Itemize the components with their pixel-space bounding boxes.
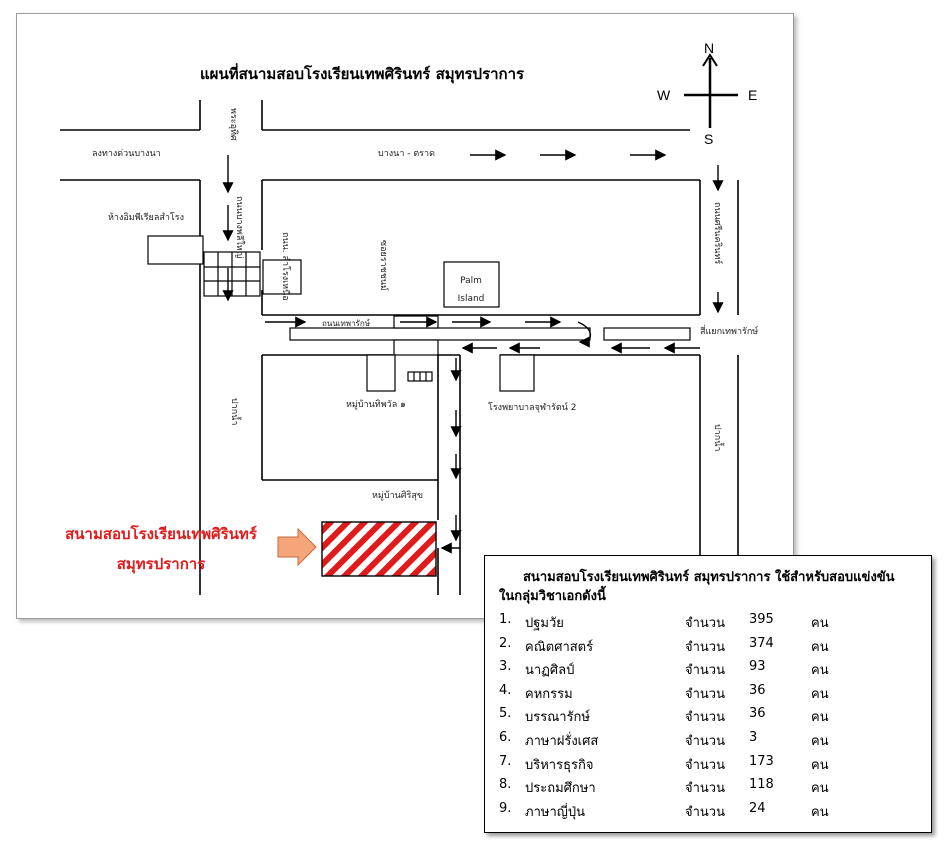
venue-block <box>321 521 437 577</box>
count-label: จำนวน <box>685 686 725 702</box>
road-label-bangphli: ถนนบางพลีใหญ่ <box>234 196 244 259</box>
subject-name: ประถมศึกษา <box>525 781 596 797</box>
subject-count: 173 <box>749 753 774 769</box>
compass-north-arrow-icon <box>702 53 718 67</box>
count-label: จำนวน <box>685 734 725 749</box>
road-label-to-bangna: ลงทางด่วนบางนา <box>92 149 161 159</box>
venue-label-line2: สมุทรปราการ <box>116 555 206 573</box>
count-label: จำนวน <box>685 757 725 773</box>
subject-number: 2. <box>499 635 512 651</box>
exam-subjects-panel: สนามสอบโรงเรียนเทพศิรินทร์ สมุทรปราการ ใ… <box>484 555 932 833</box>
count-unit: คน <box>811 734 829 749</box>
subject-number: 8. <box>499 777 512 793</box>
road-label-bangna-trat: บางนา - ตราด <box>378 149 435 159</box>
count-unit: คน <box>811 616 829 631</box>
subject-name: ภาษาญี่ปุ่น <box>525 804 585 820</box>
place-label-thepharak-junction: สี่แยกเทพารักษ์ <box>700 327 759 337</box>
venue-label-line1: สนามสอบโรงเรียนเทพศิรินทร์ <box>65 525 257 543</box>
subject-number: 4. <box>499 682 512 698</box>
place-label-imperial: ห้างอิมพีเรียลสำโรง <box>108 213 184 223</box>
subject-row: 6. ภาษาฝรั่งเศส จำนวน 3 คน <box>499 730 919 752</box>
subject-count: 118 <box>749 777 774 793</box>
compass-north: N <box>704 40 715 56</box>
venue-pointer-arrow <box>277 527 317 567</box>
traffic-arrows <box>222 149 724 554</box>
subject-count: 3 <box>749 730 758 745</box>
subject-name: คณิตศาสตร์ <box>525 639 594 655</box>
subject-row: 2. คณิตศาสตร์ จำนวน 374 คน <box>499 636 919 658</box>
subject-count: 374 <box>749 635 774 651</box>
subject-number: 3. <box>499 659 512 675</box>
subject-number: 7. <box>499 753 512 769</box>
subject-row: 7. บริหารธุรกิจ จำนวน 173 คน <box>499 754 919 776</box>
subject-count: 36 <box>749 706 766 722</box>
count-label: จำนวน <box>685 781 725 797</box>
subject-row: 9. ภาษาญี่ปุ่น จำนวน 24 คน <box>499 801 919 823</box>
road-label-srinakarin: ถนนศรีนครินทร์ <box>712 202 722 265</box>
count-label: จำนวน <box>685 710 725 726</box>
count-unit: คน <box>811 710 829 726</box>
count-unit: คน <box>811 663 829 679</box>
road-lines <box>60 100 739 595</box>
subject-name: บรรณารักษ์ <box>525 710 590 726</box>
subject-name: คหกรรม <box>525 686 573 702</box>
road-label-prachauthit: พระอุทิศ <box>228 108 238 141</box>
subject-count: 395 <box>749 612 774 627</box>
road-label-soi-rach: ซอยราชชนม์ <box>378 240 388 291</box>
subject-row: 8. ประถมศึกษา จำนวน 118 คน <box>499 777 919 799</box>
count-unit: คน <box>811 804 829 820</box>
subject-name: นาฏศิลป์ <box>525 663 575 679</box>
map-buildings <box>147 235 691 392</box>
panel-heading-line1: สนามสอบโรงเรียนเทพศิรินทร์ สมุทรปราการ ใ… <box>523 570 895 585</box>
count-label: จำนวน <box>685 663 725 679</box>
road-label-paknam-right: ปากน้ำ <box>712 424 722 452</box>
road-label-samrong: ถนน. สำโรงเหนือ <box>280 232 290 301</box>
count-label: จำนวน <box>685 804 725 820</box>
place-label-village-1: หมู่บ้านทิพวัล ๑ <box>346 400 406 410</box>
count-unit: คน <box>811 639 829 655</box>
count-unit: คน <box>811 781 829 797</box>
count-label: จำนวน <box>685 616 725 631</box>
count-unit: คน <box>811 686 829 702</box>
count-label: จำนวน <box>685 639 725 655</box>
subject-name: บริหารธุรกิจ <box>525 757 594 773</box>
subject-row: 3. นาฏศิลป์ จำนวน 93 คน <box>499 659 919 681</box>
compass-cross <box>684 58 738 128</box>
subject-name: ปฐมวัย <box>525 616 564 631</box>
road-label-thepharak: ถนนเทพารักษ์ <box>322 319 370 328</box>
subject-number: 1. <box>499 612 512 627</box>
subject-count: 93 <box>749 659 766 675</box>
subject-number: 9. <box>499 800 512 816</box>
place-label-village-sirisuk: หมู่บ้านศิริสุข <box>372 491 423 501</box>
compass-east: E <box>748 87 758 103</box>
subject-count: 24 <box>749 800 766 816</box>
subject-row: 5. บรรณารักษ์ จำนวน 36 คน <box>499 706 919 728</box>
compass-south: S <box>704 131 714 147</box>
panel-heading-line2: ในกลุ่มวิชาเอกดังนี้ <box>499 589 606 604</box>
subject-number: 6. <box>499 730 512 745</box>
panel-heading: สนามสอบโรงเรียนเทพศิรินทร์ สมุทรปราการ ใ… <box>499 568 919 606</box>
subject-number: 5. <box>499 706 512 722</box>
subject-row: 4. คหกรรม จำนวน 36 คน <box>499 683 919 705</box>
map-title: แผนที่สนามสอบโรงเรียนเทพศิรินทร์ สมุทรปร… <box>200 65 525 83</box>
place-label-palm-island: Palm Island <box>457 276 485 304</box>
subject-row: 1. ปฐมวัย จำนวน 395 คน <box>499 612 919 634</box>
road-label-paknam-left: ปากน้ำ <box>229 398 239 426</box>
compass-west: W <box>657 87 671 103</box>
subject-name: ภาษาฝรั่งเศส <box>525 734 599 749</box>
count-unit: คน <box>811 757 829 773</box>
subject-count: 36 <box>749 682 766 698</box>
place-label-hospital: โรงพยาบาลจุฬารัตน์ 2 <box>488 403 577 413</box>
